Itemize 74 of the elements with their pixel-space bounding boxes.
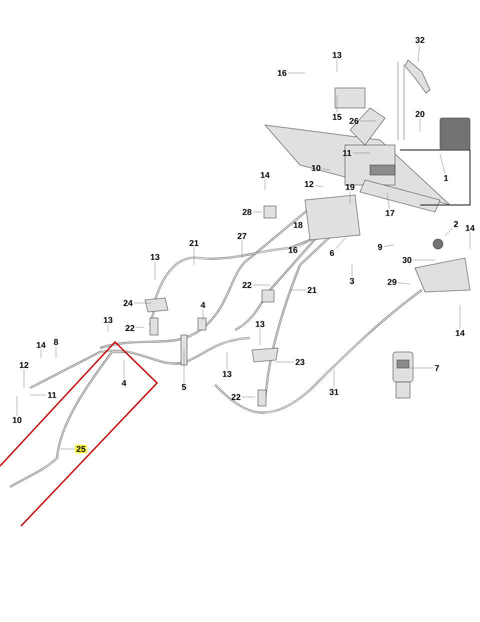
leader-line <box>136 326 144 328</box>
callout-number: 8 <box>54 339 58 345</box>
leader-line <box>154 261 156 280</box>
callout-number: 30 <box>402 257 412 264</box>
callout-number: 22 <box>232 394 240 400</box>
callout-number: 14 <box>456 330 465 336</box>
leader-line <box>134 302 152 304</box>
leader-line <box>440 154 446 174</box>
callout-number: 21 <box>190 240 198 246</box>
leader-line <box>202 309 204 320</box>
leader-line <box>314 185 324 188</box>
callout-number: 23 <box>296 359 304 366</box>
callout-number: 7 <box>435 365 439 371</box>
callout-number: 27 <box>238 233 246 239</box>
leader-line <box>298 242 308 247</box>
callout-number: 13 <box>104 317 112 324</box>
callout-number: 11 <box>343 150 352 156</box>
leader-line <box>16 396 18 416</box>
callout-number: 14 <box>260 172 270 178</box>
callout-number: 9 <box>378 244 382 250</box>
callout-number: 10 <box>12 417 22 423</box>
callout-number: 24 <box>124 300 133 306</box>
leader-line <box>384 244 394 247</box>
callout-number: 6 <box>330 250 334 256</box>
callout-number: 13 <box>150 254 160 260</box>
callout-number: 17 <box>386 210 394 216</box>
leader-line <box>242 396 256 398</box>
callout-number: 13 <box>256 321 264 328</box>
callout-number: 21 <box>308 287 316 293</box>
callout-number: 22 <box>242 282 252 288</box>
leader-line <box>252 284 270 286</box>
callout-number: 20 <box>416 111 424 117</box>
leader-line <box>336 238 346 249</box>
leader-line <box>398 282 410 284</box>
callout-number: 10 <box>312 165 320 171</box>
leader-line <box>264 179 266 190</box>
leader-line <box>322 168 330 170</box>
leader-line <box>30 394 46 396</box>
callout-number: 13 <box>332 52 342 58</box>
callout-number: 14 <box>36 342 46 348</box>
leader-line <box>444 228 452 236</box>
callout-number: 26 <box>350 118 358 124</box>
callout-number: 28 <box>242 209 252 215</box>
leader-line <box>418 44 420 62</box>
callout-number: 15 <box>332 114 342 120</box>
leader-line <box>288 72 306 74</box>
callout-number: 4 <box>122 380 126 386</box>
callout-number: 19 <box>346 184 354 190</box>
leader-line <box>40 349 42 358</box>
callout-number: 5 <box>182 384 186 390</box>
leader-line <box>386 192 390 209</box>
leader-line <box>336 94 338 113</box>
callout-number: 13 <box>222 371 232 378</box>
callout-number: 12 <box>304 181 314 187</box>
callout-number: 1 <box>444 175 448 181</box>
callout-number: 18 <box>294 222 302 228</box>
callout-number: 22 <box>126 325 134 331</box>
leader-line <box>336 59 338 72</box>
callout-number: 25 <box>75 444 87 454</box>
callout-number: 31 <box>329 389 338 396</box>
callout-number: 29 <box>388 279 396 285</box>
callout-number: 12 <box>20 362 28 368</box>
leader-line <box>60 448 76 450</box>
callout-number: 3 <box>350 278 354 284</box>
callout-number: 32 <box>415 37 424 44</box>
leader-line <box>360 120 376 122</box>
callout-number: 4 <box>200 302 206 308</box>
callout-number: 16 <box>288 247 298 253</box>
callout-number: 2 <box>454 221 458 227</box>
leader-line <box>226 352 228 370</box>
leader-line <box>352 152 370 154</box>
callout-number: 14 <box>466 225 475 231</box>
callout-number: 11 <box>48 392 56 398</box>
callout-number: 16 <box>278 70 286 76</box>
